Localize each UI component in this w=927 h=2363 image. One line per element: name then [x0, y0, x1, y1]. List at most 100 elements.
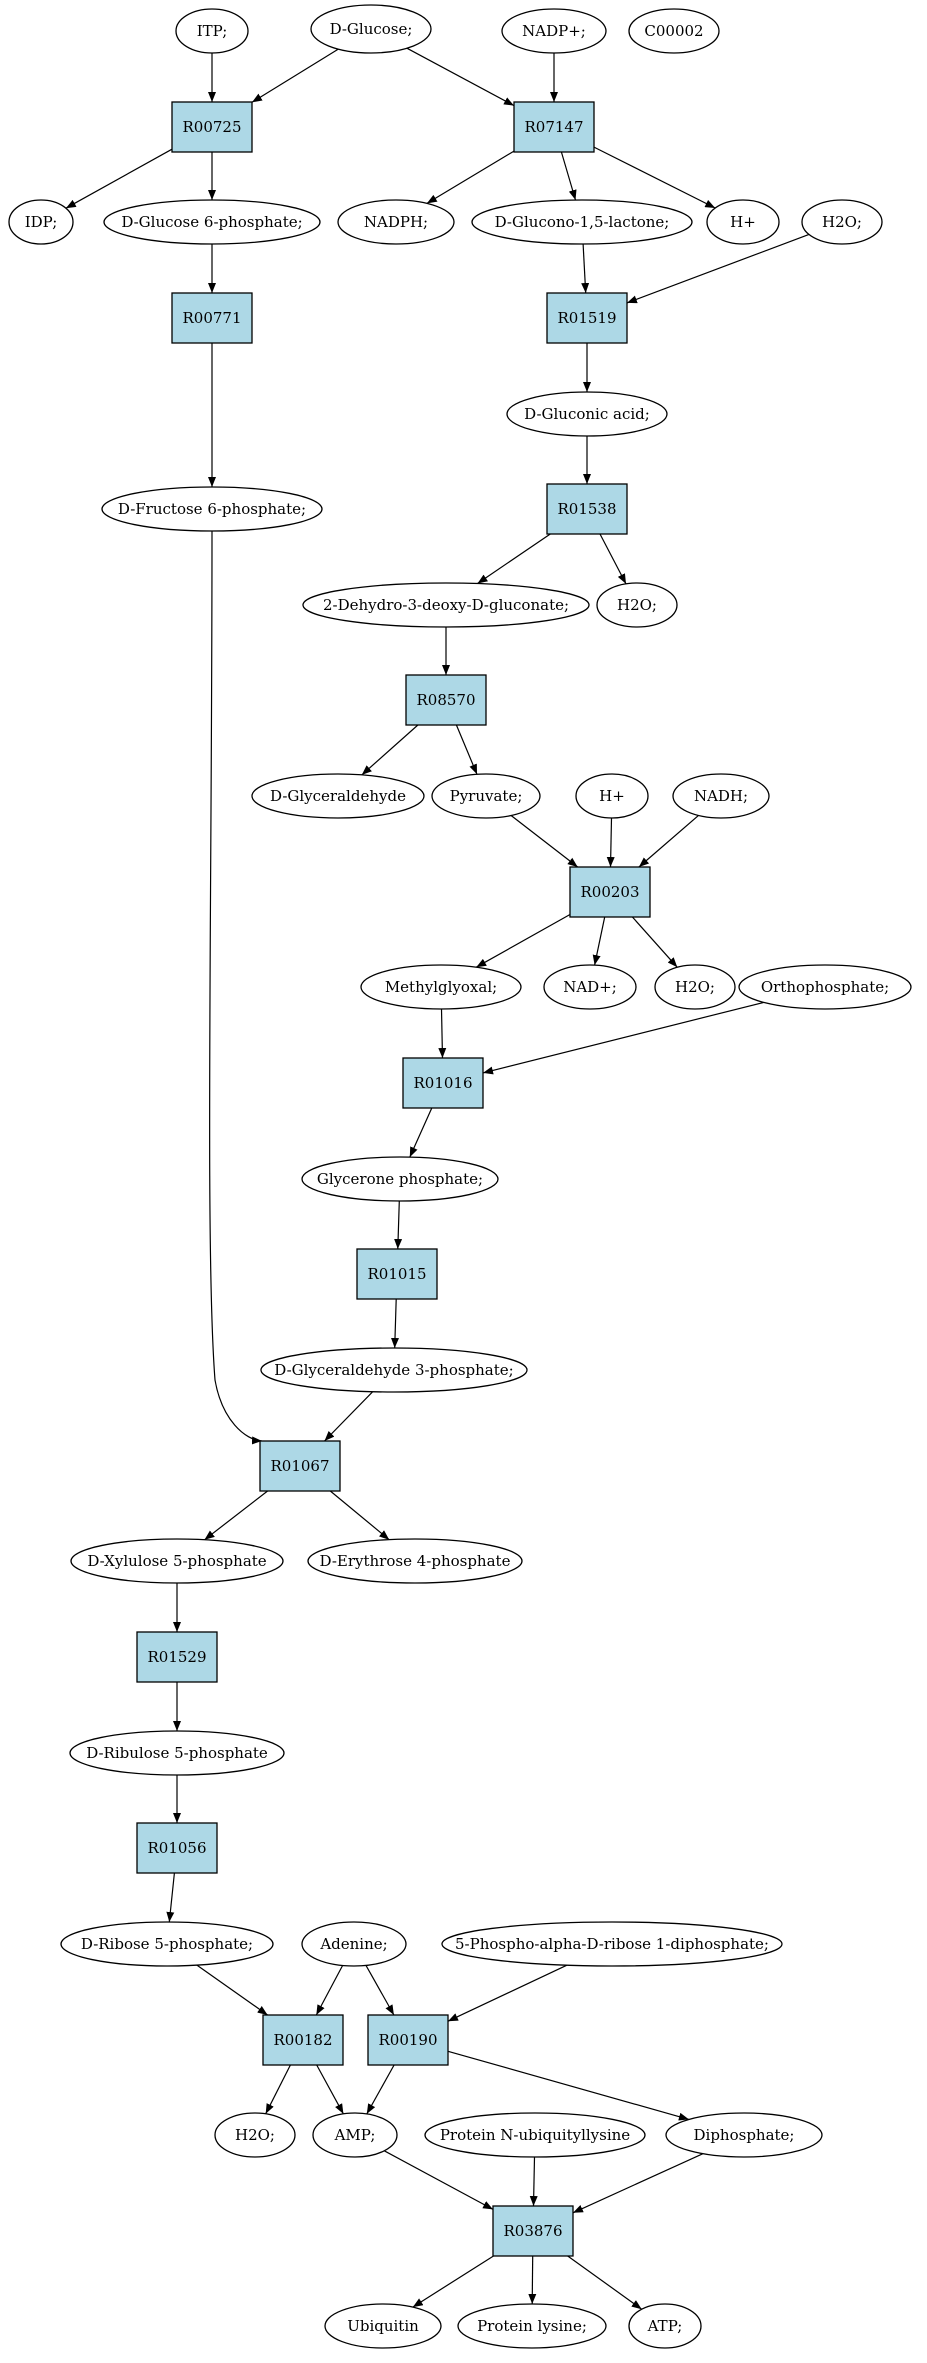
compound-node-amp[interactable]: AMP;: [312, 2112, 398, 2158]
compound-ellipse: [70, 1538, 284, 1584]
reaction-node-r00771[interactable]: R00771: [171, 292, 253, 344]
compound-node-g6p[interactable]: D-Glucose 6-phosphate;: [103, 199, 321, 245]
compound-node-nadp[interactable]: NADP+;: [501, 8, 607, 54]
node-label: D-Ribose 5-phosphate;: [81, 1935, 253, 1953]
node-label: Methylglyoxal;: [385, 978, 497, 996]
node-label: Pyruvate;: [450, 787, 523, 805]
reaction-node-r00182[interactable]: R00182: [262, 2014, 344, 2066]
compound-node-kdg[interactable]: 2-Dehydro-3-deoxy-D-gluconate;: [302, 582, 590, 628]
reaction-node-r01067[interactable]: R01067: [259, 1440, 341, 1492]
compound-ellipse: [214, 2112, 296, 2158]
node-label: H2O;: [235, 2126, 275, 2144]
edge-adenine-to-r00182: [315, 1965, 344, 2016]
reaction-node-r01519[interactable]: R01519: [546, 292, 628, 344]
compound-node-atp[interactable]: ATP;: [628, 2303, 702, 2349]
node-label: Protein lysine;: [477, 2317, 587, 2335]
compound-node-idp[interactable]: IDP;: [8, 199, 74, 245]
reaction-node-r00203[interactable]: R00203: [569, 866, 651, 918]
edge-hplus2-to-r00203: [606, 817, 615, 868]
compound-node-gluconic[interactable]: D-Gluconic acid;: [506, 391, 668, 437]
compound-node-ubiquitin[interactable]: Ubiquitin: [324, 2303, 442, 2349]
compound-ellipse: [302, 582, 590, 628]
compound-node-proteinlysine[interactable]: Protein lysine;: [457, 2303, 607, 2349]
compound-node-h2o_d[interactable]: H2O;: [214, 2112, 296, 2158]
reaction-node-r03876[interactable]: R03876: [492, 2205, 574, 2257]
node-label: H2O;: [675, 978, 715, 996]
compound-node-glycerone[interactable]: Glycerone phosphate;: [301, 1156, 499, 1202]
compound-node-nadph[interactable]: NADPH;: [337, 199, 455, 245]
edge-glycerone-to-r01015: [394, 1200, 403, 1250]
compound-ellipse: [628, 8, 720, 54]
node-label: H+: [599, 787, 625, 805]
reaction-node-r07147[interactable]: R07147: [513, 101, 595, 153]
reaction-node-r01538[interactable]: R01538: [546, 483, 628, 535]
edge-nadh-to-r00203: [638, 814, 699, 868]
node-label: D-Glucose;: [330, 20, 413, 38]
compound-node-h2o_c[interactable]: H2O;: [654, 964, 736, 1010]
compound-node-pyruvate[interactable]: Pyruvate;: [431, 773, 541, 819]
compound-node-nadh[interactable]: NADH;: [672, 773, 770, 819]
compound-ellipse: [665, 2112, 823, 2158]
node-label: R00771: [182, 309, 241, 327]
compound-node-xylulose[interactable]: D-Xylulose 5-phosphate: [70, 1538, 284, 1584]
node-label: R03876: [503, 2222, 562, 2240]
node-label: D-Xylulose 5-phosphate: [87, 1552, 266, 1570]
edge-r07147-to-nadph: [426, 150, 515, 204]
compound-ellipse: [424, 2112, 646, 2158]
edge-ribose5p-to-r00182: [196, 1964, 268, 2016]
edge-r01067-to-erythrose: [329, 1490, 390, 1541]
node-label: H2O;: [617, 596, 657, 614]
node-label: D-Glyceraldehyde: [270, 787, 406, 805]
compound-node-ribulose[interactable]: D-Ribulose 5-phosphate: [69, 1730, 285, 1776]
compound-node-diphosphate[interactable]: Diphosphate;: [665, 2112, 823, 2158]
node-label: C00002: [644, 22, 703, 40]
compound-node-ga3p[interactable]: D-Glyceraldehyde 3-phosphate;: [260, 1347, 528, 1393]
compound-node-ribose5p[interactable]: D-Ribose 5-phosphate;: [60, 1921, 274, 1967]
reaction-node-r08570[interactable]: R08570: [405, 674, 487, 726]
compound-node-protnub[interactable]: Protein N-ubiquityllysine: [424, 2112, 646, 2158]
node-label: 5-Phospho-alpha-D-ribose 1-diphosphate;: [455, 1935, 769, 1953]
reaction-node-r00725[interactable]: R00725: [171, 101, 253, 153]
node-label: D-Glucose 6-phosphate;: [121, 213, 302, 231]
compound-node-prpp[interactable]: 5-Phospho-alpha-D-ribose 1-diphosphate;: [441, 1921, 783, 1967]
edge-r07147-to-glucono: [560, 151, 577, 201]
node-label: R00725: [182, 118, 241, 136]
compound-node-glucono[interactable]: D-Glucono-1,5-lactone;: [471, 199, 693, 245]
compound-node-dglucose[interactable]: D-Glucose;: [310, 4, 432, 54]
reaction-node-r01529[interactable]: R01529: [136, 1631, 218, 1683]
compound-node-methylglyoxal[interactable]: Methylglyoxal;: [360, 964, 522, 1010]
compound-node-nad[interactable]: NAD+;: [543, 964, 637, 1010]
compound-node-hplus1[interactable]: H+: [706, 199, 780, 245]
node-label: Protein N-ubiquityllysine: [440, 2126, 630, 2144]
node-label: Ubiquitin: [347, 2317, 419, 2335]
node-label: Glycerone phosphate;: [317, 1170, 483, 1188]
node-label: NADP+;: [522, 22, 586, 40]
compound-node-erythrose[interactable]: D-Erythrose 4-phosphate: [307, 1538, 523, 1584]
compound-node-orthophosphate[interactable]: Orthophosphate;: [738, 964, 912, 1010]
compound-node-c00002[interactable]: C00002: [628, 8, 720, 54]
node-label: Orthophosphate;: [761, 978, 889, 996]
compound-node-adenine[interactable]: Adenine;: [301, 1921, 407, 1967]
reaction-box: [405, 674, 487, 726]
edge-r01016-to-glycerone: [409, 1107, 433, 1158]
edge-diphosphate-to-r03876: [572, 2153, 704, 2214]
compound-ellipse: [337, 199, 455, 245]
compound-ellipse: [506, 391, 668, 437]
compound-node-glyceraldehyde[interactable]: D-Glyceraldehyde: [251, 773, 425, 819]
compound-ellipse: [457, 2303, 607, 2349]
compound-node-hplus2[interactable]: H+: [575, 773, 649, 819]
compound-node-h2o_b[interactable]: H2O;: [596, 582, 678, 628]
node-label: R01016: [413, 1074, 472, 1092]
node-label: R01056: [147, 1839, 206, 1857]
compound-node-itp[interactable]: ITP;: [175, 8, 249, 54]
reaction-node-r00190[interactable]: R00190: [367, 2014, 449, 2066]
compound-node-h2o_a[interactable]: H2O;: [801, 199, 883, 245]
reaction-node-r01056[interactable]: R01056: [136, 1822, 218, 1874]
reaction-box: [513, 101, 595, 153]
compound-ellipse: [706, 199, 780, 245]
compound-node-f6p[interactable]: D-Fructose 6-phosphate;: [101, 486, 323, 532]
reaction-node-r01016[interactable]: R01016: [402, 1057, 484, 1109]
reaction-node-r01015[interactable]: R01015: [356, 1248, 438, 1300]
